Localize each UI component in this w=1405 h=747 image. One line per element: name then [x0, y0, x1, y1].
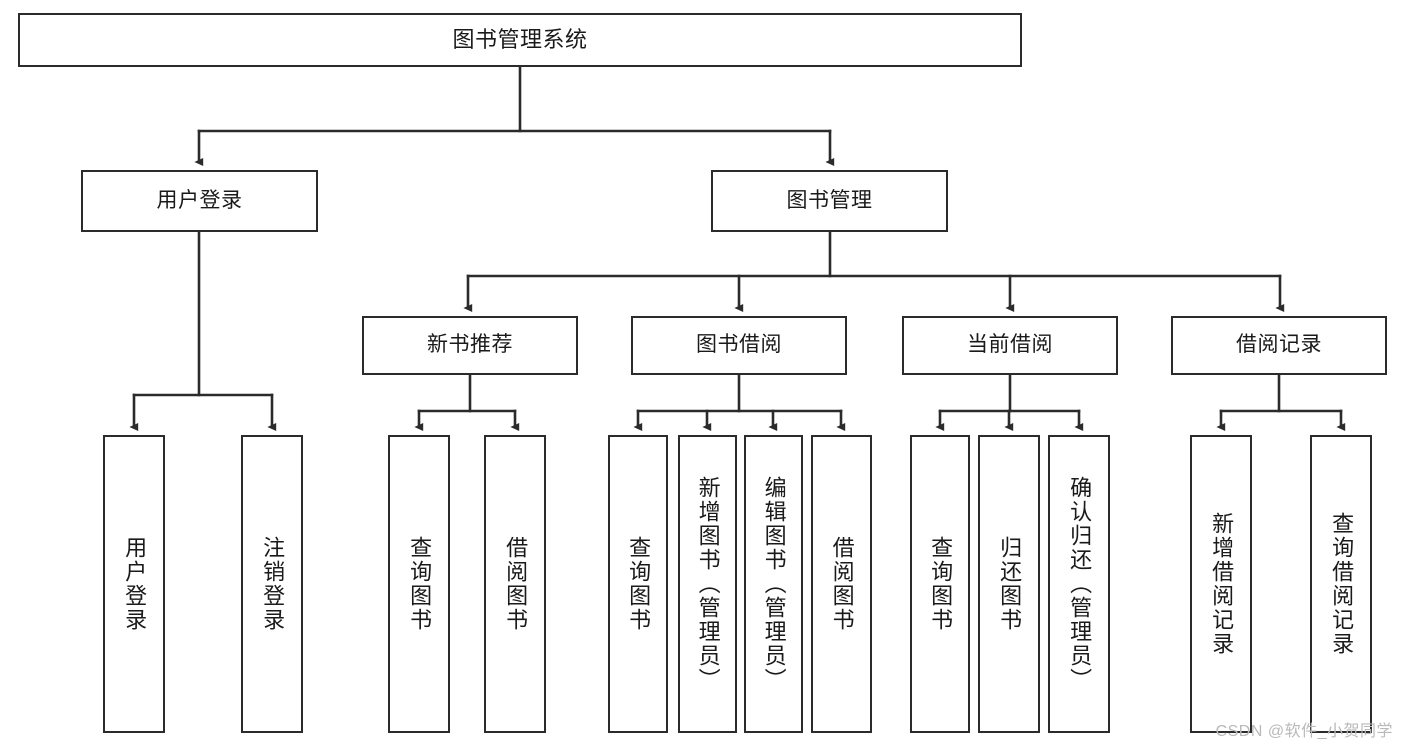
node-current-borrow[interactable]: 当前借阅: [902, 316, 1118, 375]
node-label: 图书管理: [786, 188, 873, 212]
node-label: 用户登录: [156, 188, 243, 212]
node-new-book-recommend[interactable]: 新书推荐: [362, 316, 578, 375]
node-root-system[interactable]: 图书管理系统: [18, 13, 1022, 67]
node-leaf-logout[interactable]: 注销登录: [241, 435, 303, 733]
node-label: 新增图书（管理员）: [695, 476, 721, 692]
node-leaf-borrow-book-2[interactable]: 借阅图书: [811, 435, 872, 733]
node-leaf-query-book-3[interactable]: 查询图书: [910, 435, 970, 733]
node-label: 查询图书: [928, 536, 954, 632]
node-leaf-add-record[interactable]: 新增借阅记录: [1190, 435, 1252, 733]
node-label: 查询借阅记录: [1329, 512, 1355, 656]
node-leaf-add-book[interactable]: 新增图书（管理员）: [678, 435, 737, 733]
node-label: 借阅记录: [1236, 333, 1322, 357]
node-leaf-confirm-return[interactable]: 确认归还（管理员）: [1048, 435, 1110, 733]
node-label: 注销登录: [260, 536, 286, 632]
node-label: 编辑图书（管理员）: [761, 476, 787, 692]
node-label: 归还图书: [997, 536, 1023, 632]
node-user-login[interactable]: 用户登录: [81, 170, 318, 232]
node-leaf-return-book[interactable]: 归还图书: [978, 435, 1040, 733]
node-borrow-record[interactable]: 借阅记录: [1171, 316, 1387, 375]
node-book-borrow[interactable]: 图书借阅: [631, 316, 847, 375]
node-leaf-query-record[interactable]: 查询借阅记录: [1310, 435, 1372, 733]
node-label: 当前借阅: [967, 333, 1053, 357]
node-label: 新书推荐: [427, 333, 513, 357]
node-label: 查询图书: [626, 536, 652, 632]
node-label: 借阅图书: [503, 536, 529, 632]
node-label: 图书管理系统: [452, 27, 588, 53]
node-label: 用户登录: [122, 536, 148, 632]
node-leaf-query-book-2[interactable]: 查询图书: [608, 435, 668, 733]
node-leaf-user-login[interactable]: 用户登录: [103, 435, 165, 733]
node-label: 新增借阅记录: [1209, 512, 1235, 656]
node-leaf-edit-book[interactable]: 编辑图书（管理员）: [744, 435, 803, 733]
node-label: 确认归还（管理员）: [1067, 476, 1093, 692]
node-label: 借阅图书: [829, 536, 855, 632]
node-book-management[interactable]: 图书管理: [711, 170, 948, 232]
node-label: 图书借阅: [696, 333, 782, 357]
node-leaf-query-book-1[interactable]: 查询图书: [388, 435, 450, 733]
node-label: 查询图书: [407, 536, 433, 632]
node-leaf-borrow-book-1[interactable]: 借阅图书: [484, 435, 546, 733]
